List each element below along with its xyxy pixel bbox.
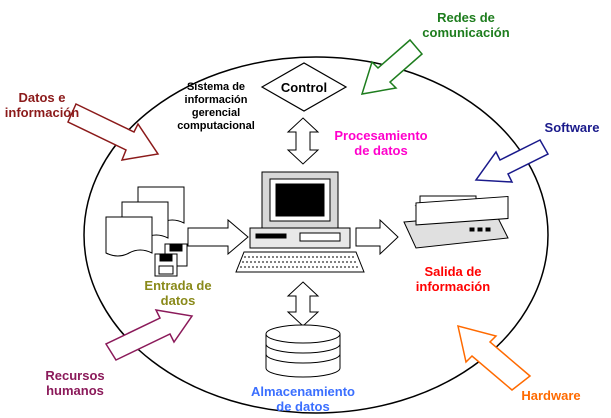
floppy-disk-icon — [154, 243, 188, 277]
hardware-label: Hardware — [521, 388, 581, 403]
recursos-label: Recursos humanos — [30, 368, 120, 398]
output-arrow — [355, 218, 399, 256]
datos-info-arrow — [67, 102, 160, 161]
output-label-line: información — [415, 279, 491, 294]
input-arrow — [187, 218, 249, 256]
hardware-arrow — [457, 324, 532, 391]
output-label: Salida de información — [398, 264, 508, 294]
storage-label-line: de datos — [276, 399, 330, 414]
computer-icon — [235, 171, 365, 273]
redes-arrow — [360, 38, 424, 95]
input-label-line: Entrada de — [144, 278, 212, 293]
recursos-arrow — [104, 309, 194, 361]
recursos-label-line: Recursos — [45, 368, 105, 383]
processing-label-line: de datos — [354, 143, 408, 158]
documents-icon — [105, 186, 185, 257]
control-diamond — [260, 62, 348, 112]
redes-label-line: Redes de — [437, 10, 495, 25]
printer-icon — [403, 195, 509, 249]
system-boundary-ellipse — [83, 56, 549, 414]
input-label: Entrada de datos — [128, 278, 228, 308]
datos-info-label: Datos e información — [0, 90, 84, 120]
system-label-line: gerencial — [191, 107, 241, 119]
system-label-line: Sistema de — [186, 81, 246, 93]
software-label: Software — [544, 120, 600, 135]
system-label-line: computacional — [177, 120, 255, 132]
redes-label-line: comunicación — [422, 25, 510, 40]
processing-label-line: Procesamiento — [334, 128, 428, 143]
system-label: Sistema de información gerencial computa… — [168, 81, 264, 133]
system-label-line: información — [184, 94, 248, 106]
software-arrow — [474, 139, 550, 183]
recursos-label-line: humanos — [46, 383, 104, 398]
control-label: Control — [280, 80, 328, 95]
input-label-line: datos — [160, 293, 196, 308]
datos-info-label-line: Datos e — [18, 90, 66, 105]
processing-label: Procesamiento de datos — [326, 128, 436, 158]
storage-label-line: Almacenamiento — [250, 384, 356, 399]
database-icon — [265, 324, 341, 378]
redes-label: Redes de comunicación — [406, 10, 526, 40]
datos-info-label-line: información — [4, 105, 80, 120]
storage-label: Almacenamiento de datos — [238, 384, 368, 414]
output-label-line: Salida de — [424, 264, 482, 279]
control-processing-double-arrow — [286, 117, 320, 165]
processing-storage-double-arrow — [286, 281, 320, 327]
